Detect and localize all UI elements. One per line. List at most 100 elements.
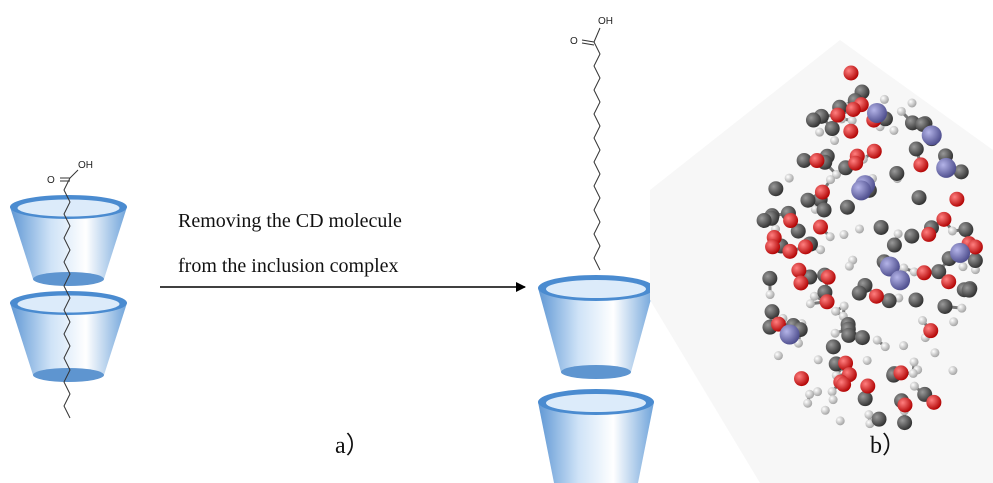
oxygen-atom [791, 262, 807, 278]
carbon-atom [790, 223, 806, 239]
panel-label-a: a） [335, 433, 370, 459]
carbonyl-oxygen-label: O [47, 175, 55, 186]
metal-atom [936, 157, 957, 178]
carbon-atom [937, 298, 953, 314]
hydrogen-atom [765, 290, 775, 300]
oxygen-atom [797, 239, 813, 255]
oxygen-atom [794, 371, 810, 387]
molecular-model [756, 65, 983, 431]
hydrogen-atom [864, 410, 874, 420]
hydrogen-atom [830, 328, 840, 338]
hydrogen-atom [918, 315, 928, 325]
model-backdrop [650, 40, 993, 483]
hydrogen-atom [805, 299, 815, 309]
oxygen-atom [782, 243, 798, 259]
cyclodextrin-cone-free-bottom [538, 389, 654, 483]
oxygen-atom [893, 365, 909, 381]
hydrogen-atom [907, 98, 917, 108]
oxygen-atom [923, 323, 939, 339]
carbonyl-oxygen-label-free: O [570, 36, 578, 47]
carbon-atom [841, 327, 857, 343]
hydrogen-atom [889, 125, 899, 135]
carbon-atom [805, 112, 821, 128]
hydrogen-atom [879, 94, 889, 104]
oxygen-atom [809, 153, 825, 169]
carbon-atom [908, 141, 924, 157]
oxygen-atom [967, 239, 983, 255]
carbon-atom [911, 190, 927, 206]
metal-atom [950, 242, 971, 263]
panel-label-b: b） [870, 433, 906, 459]
hydrogen-atom [820, 405, 830, 415]
oxygen-atom [830, 107, 846, 123]
carbon-atom [871, 411, 887, 427]
hydrogen-atom [847, 116, 857, 126]
oxygen-atom [941, 274, 957, 290]
carbon-atom [857, 391, 873, 407]
hydrogen-atom [813, 387, 823, 397]
bond-c-oh [69, 169, 79, 179]
oxygen-atom [836, 376, 852, 392]
carbon-atom [961, 282, 977, 298]
hydrogen-atom [930, 348, 940, 358]
hydrogen-atom [949, 317, 959, 327]
oxygen-atom [868, 288, 884, 304]
carbon-atom [931, 264, 947, 280]
hydrogen-atom [809, 291, 819, 301]
hydrogen-atom [948, 366, 958, 376]
carbon-atom [854, 330, 870, 346]
carbon-atom [958, 222, 974, 238]
hydrogen-atom [828, 395, 838, 405]
metal-atom [879, 256, 900, 277]
cyclodextrin-cone-free-top [538, 275, 654, 379]
hydrogen-atom [835, 416, 845, 426]
hydrogen-atom [862, 355, 872, 365]
hydrogen-atom [899, 263, 909, 273]
metal-atom [779, 324, 800, 345]
hydrogen-atom [827, 387, 837, 397]
oxygen-atom [812, 219, 828, 235]
hydrogen-atom [909, 381, 919, 391]
oxygen-atom [897, 397, 913, 413]
oxygen-atom [949, 191, 965, 207]
oxygen-atom [926, 394, 942, 410]
carbon-atom [756, 212, 772, 228]
oxygen-atom [838, 355, 854, 371]
hydrogen-atom [773, 351, 783, 361]
oxygen-atom [913, 157, 929, 173]
oxygen-atom [765, 239, 781, 255]
hydrogen-atom [909, 357, 919, 367]
metal-atom [851, 180, 872, 201]
oxygen-atom [921, 226, 937, 242]
bond-c-o-free-2 [581, 42, 595, 46]
oxygen-atom [936, 211, 952, 227]
hydrogen-atom [825, 232, 835, 242]
oxygen-atom [783, 213, 799, 229]
carbon-atom [886, 237, 902, 253]
bond-c-o-free-1 [581, 39, 595, 43]
oxygen-atom [860, 378, 876, 394]
hydrogen-atom [831, 169, 841, 179]
oxygen-atom [866, 143, 882, 159]
oxygen-atom [848, 155, 864, 171]
hydrogen-atom [893, 229, 903, 239]
carbon-atom [825, 339, 841, 355]
inclusion-complex: OH O [10, 160, 127, 419]
carbon-atom [764, 304, 780, 320]
fatty-acid-chain-threaded [63, 177, 71, 419]
arrow-caption-line2: from the inclusion complex [178, 255, 399, 277]
hydrogen-atom [844, 261, 854, 271]
hydrogen-atom [784, 173, 794, 183]
bond-c-oh-free [593, 27, 601, 43]
hydrogen-atom [958, 262, 968, 272]
hydrogen-atom [854, 224, 864, 234]
arrow-caption-line1: Removing the CD molecule [178, 210, 402, 232]
hydrogen-atom [815, 127, 825, 137]
hydrogen-atom [803, 398, 813, 408]
hydroxyl-label: OH [78, 160, 93, 171]
hydrogen-atom [896, 106, 906, 116]
hydrogen-atom [947, 226, 957, 236]
oxygen-atom [843, 123, 859, 139]
hydrogen-atom [957, 303, 967, 313]
hydrogen-atom [826, 175, 836, 185]
